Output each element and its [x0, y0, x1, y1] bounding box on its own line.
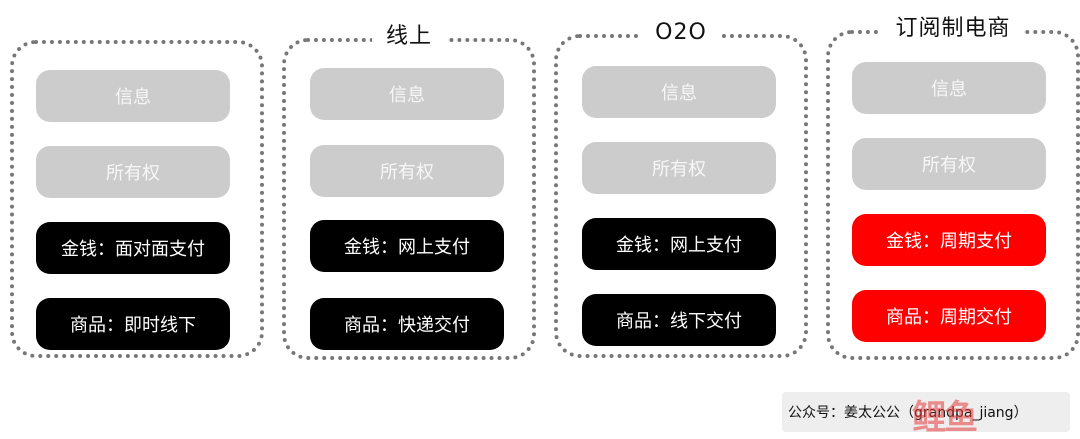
pill-goods: 商品：周期交付: [852, 290, 1046, 342]
pill-goods: 商品：快递交付: [310, 298, 504, 350]
pill-goods: 商品：即时线下: [36, 298, 230, 350]
pill-ownership: 所有权: [852, 138, 1046, 190]
panel-offline: 信息 所有权 金钱：面对面支付 商品：即时线下: [10, 40, 264, 358]
panel-title: O2O: [641, 18, 721, 48]
panel-subscription: 订阅制电商 信息 所有权 金钱：周期支付 商品：周期交付: [826, 14, 1080, 360]
pill-ownership: 所有权: [582, 142, 776, 194]
pill-ownership: 所有权: [310, 145, 504, 197]
pill-goods: 商品：线下交付: [582, 294, 776, 346]
pill-info: 信息: [36, 70, 230, 122]
pill-info: 信息: [310, 68, 504, 120]
pill-info: 信息: [582, 66, 776, 118]
panel-online: 线上 信息 所有权 金钱：网上支付 商品：快递交付: [282, 22, 536, 360]
pill-info: 信息: [852, 62, 1046, 114]
pill-money: 金钱：网上支付: [582, 218, 776, 270]
pill-money: 金钱：面对面支付: [36, 222, 230, 274]
watermark-text: 公众号：姜太公公（grandpa_jiang）: [788, 405, 1028, 421]
panel-title: 线上: [371, 22, 447, 52]
pill-ownership: 所有权: [36, 146, 230, 198]
watermark-logo: 鲤鱼: [912, 398, 978, 438]
panel-title: 订阅制电商: [881, 14, 1025, 44]
pill-money: 金钱：网上支付: [310, 220, 504, 272]
pill-money: 金钱：周期支付: [852, 214, 1046, 266]
watermark-background: [782, 392, 1070, 432]
panel-o2o: O2O 信息 所有权 金钱：网上支付 商品：线下交付: [554, 18, 808, 358]
